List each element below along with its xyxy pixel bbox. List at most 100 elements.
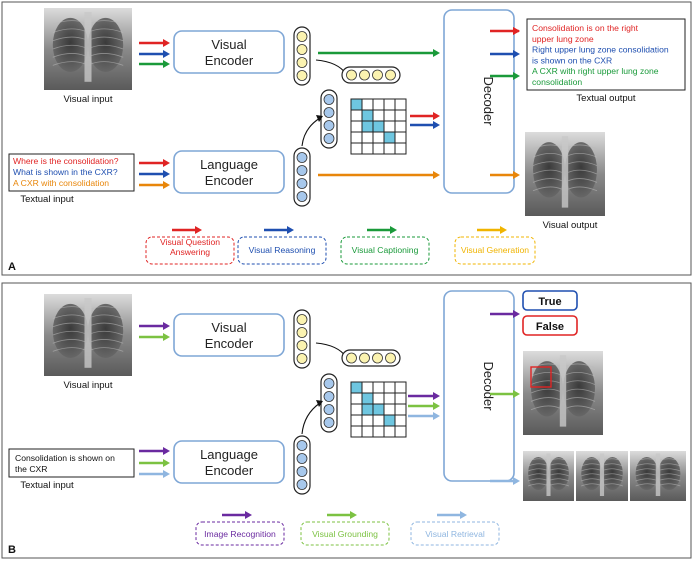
language-encoder-label-line: Encoder	[205, 173, 254, 188]
token	[296, 453, 308, 464]
grid-to-decoder-red	[410, 112, 440, 120]
text-arrow-purple	[139, 447, 170, 455]
grid-to-decoder-lightgreen	[408, 402, 440, 410]
task-box	[454, 236, 536, 265]
attention-cell	[383, 403, 396, 416]
task-legend-item: Visual Retrieval	[410, 511, 500, 546]
language-encoder-label-line: Language	[200, 157, 258, 172]
task-legend-item: Visual Grounding	[300, 511, 390, 546]
token	[323, 378, 335, 389]
attention-cell	[394, 381, 407, 394]
attention-cell	[361, 98, 374, 111]
visual-token-column	[293, 309, 311, 369]
attention-cell	[350, 392, 363, 405]
visual-encoder-label-line: Visual	[211, 37, 246, 52]
task-arrow	[264, 226, 294, 234]
language-encoder-box	[173, 150, 285, 194]
visual-encoder-label-line: Encoder	[205, 53, 254, 68]
retrieval-output-xray-2	[576, 451, 628, 501]
visual-output-xray	[525, 132, 605, 216]
visual-encoder-box	[173, 30, 285, 74]
attention-cell	[361, 392, 374, 405]
task-label: Answering	[170, 247, 210, 257]
attention-cell	[361, 381, 374, 394]
token	[296, 178, 308, 189]
attention-cell	[361, 109, 374, 122]
attention-cell	[350, 109, 363, 122]
textual-output-line: upper lung zone	[532, 34, 594, 44]
task-box	[237, 236, 327, 265]
task-legend-item: Visual Captioning	[340, 226, 430, 265]
attention-cell	[394, 109, 407, 122]
false-answer-label: False	[536, 321, 564, 333]
retrieval-output-xray-1	[523, 451, 574, 501]
grid-to-decoder-purple	[408, 392, 440, 400]
task-legend-item: Visual Generation	[454, 226, 536, 265]
token	[385, 352, 396, 364]
language-encoder-label-line: Language	[200, 447, 258, 462]
attention-cell	[372, 142, 385, 155]
token	[323, 107, 335, 118]
textual-input-label: Textual input	[20, 480, 74, 491]
attention-cell	[394, 131, 407, 144]
attention-cell	[394, 425, 407, 438]
token	[296, 353, 308, 364]
visual-output-label: Visual output	[543, 220, 598, 231]
language-to-column-curve	[301, 402, 321, 435]
token	[296, 466, 308, 477]
attention-cell	[372, 109, 385, 122]
decoder-out-purple	[490, 310, 520, 318]
attention-cell	[350, 414, 363, 427]
task-box	[145, 236, 235, 265]
task-arrow	[172, 226, 202, 234]
decoder-out-orange	[490, 171, 520, 179]
token	[296, 57, 308, 68]
visual-input-xray	[44, 294, 132, 376]
token	[296, 152, 308, 163]
token	[296, 31, 308, 42]
panel-letter-a: A	[8, 261, 16, 273]
visual-input-xray	[44, 8, 132, 90]
decoder-out-blue	[490, 50, 520, 58]
token	[359, 69, 370, 81]
text-arrow-lightgreen	[139, 459, 170, 467]
task-label: Visual Reasoning	[249, 245, 316, 255]
attention-cell	[372, 414, 385, 427]
attention-cell	[383, 414, 396, 427]
task-box	[410, 521, 500, 546]
attention-cell	[372, 392, 385, 405]
task-label: Image Recognition	[204, 529, 276, 539]
textual-input-box	[8, 153, 135, 192]
task-label: Visual Generation	[461, 245, 529, 255]
attention-cell	[350, 381, 363, 394]
task-arrow	[367, 226, 397, 234]
visual-to-decoder-arrow	[318, 49, 440, 57]
attention-cell	[361, 403, 374, 416]
attention-cell	[350, 98, 363, 111]
token	[323, 417, 335, 428]
token	[296, 165, 308, 176]
task-arrow	[327, 511, 357, 519]
attention-cell	[372, 131, 385, 144]
textual-output-line: A CXR with right upper lung zone	[532, 66, 659, 76]
curve-arrowhead	[316, 400, 323, 407]
visual-input-label: Visual input	[64, 380, 113, 391]
attention-cell	[394, 120, 407, 133]
language-token-column-top	[320, 89, 338, 149]
token	[372, 69, 383, 81]
textual-output-line: consolidation	[532, 77, 582, 87]
task-arrow	[477, 226, 507, 234]
attention-cell	[350, 425, 363, 438]
input-arrow-lightgreen	[139, 333, 170, 341]
attention-cell	[372, 120, 385, 133]
curve-arrowhead	[316, 115, 323, 122]
textual-input-line: What is shown in the CXR?	[13, 167, 118, 177]
attention-cell	[383, 120, 396, 133]
token	[385, 69, 396, 81]
grid-to-decoder-blue	[410, 121, 440, 129]
task-legend-item: Image Recognition	[195, 511, 285, 546]
attention-cell	[372, 403, 385, 416]
